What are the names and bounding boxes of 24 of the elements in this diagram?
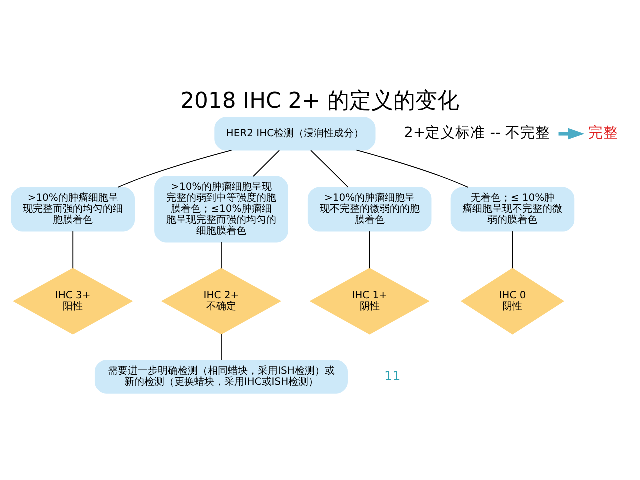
diagram-title: 2018 IHC 2+ 的定义的变化 <box>180 88 460 114</box>
connector <box>221 334 222 361</box>
label: 11 <box>384 369 401 384</box>
node-text: 完整 <box>588 124 619 142</box>
connector <box>72 231 74 270</box>
connector <box>356 150 469 188</box>
node-diamond: IHC 2+ 不确定 <box>161 268 282 335</box>
connector <box>221 242 222 270</box>
connector <box>310 150 349 188</box>
node-box: 无着色；≤ 10%肿瘤细胞呈现不完整的微弱的膜着色 <box>450 187 575 232</box>
node-box: >10%的肿瘤细胞呈现完整的弱到中等强度的胞膜着色；≤10%肿瘤细胞呈现完整而强的均匀的细胞膜着色 <box>154 176 288 243</box>
node-box: >10%的肿瘤细胞呈现不完整的微弱的的胞膜着色 <box>308 187 432 232</box>
node-diamond: IHC 3+ 阳性 <box>13 268 134 335</box>
connector <box>118 150 232 188</box>
node-text: 2+定义标准 -- 不完整 <box>404 124 550 142</box>
arrow <box>558 128 585 140</box>
node-box: >10%的肿瘤细胞呈现完整而强的均匀的细胞膜着色 <box>11 187 136 232</box>
node-box: HER2 IHC检测（浸润性成分） <box>214 117 376 151</box>
node-box: 需要进一步明确检测（相同蜡块，采用ISH检测）或新的检测（更换蜡块，采用IHC或ISH检测） <box>94 360 348 394</box>
connector <box>253 150 280 178</box>
node-diamond: IHC 1+ 阴性 <box>310 268 430 335</box>
connector <box>369 231 370 270</box>
connector <box>512 231 514 270</box>
node-diamond: IHC 0 阴性 <box>460 268 565 335</box>
